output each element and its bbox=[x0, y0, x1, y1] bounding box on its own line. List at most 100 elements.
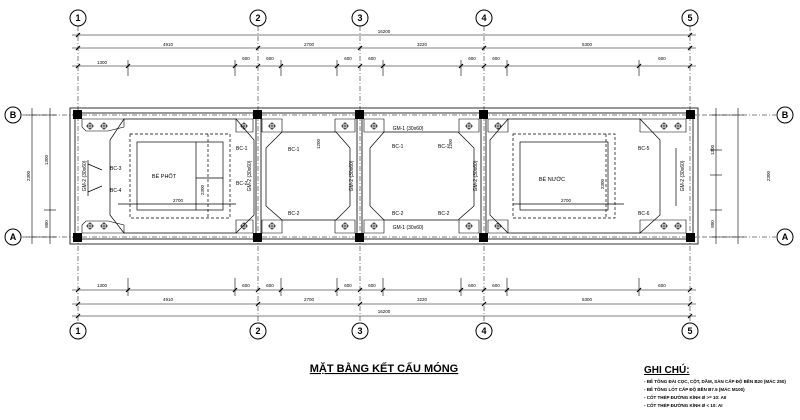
axis-label-3-bottom: 3 bbox=[357, 326, 362, 336]
septic-tank-chamber bbox=[136, 141, 224, 211]
axis-labels: 1 2 3 4 5 1 2 3 4 5 B A B A bbox=[10, 13, 789, 336]
dim-detail-2-bottom: 600 bbox=[242, 283, 250, 288]
pile-marker bbox=[268, 122, 276, 130]
water-tank-inner-dashed bbox=[512, 133, 616, 219]
septic-tank bbox=[109, 118, 255, 234]
pile-marker bbox=[341, 122, 349, 130]
tag-bc4: BC-4 bbox=[110, 188, 122, 194]
tag-bc2-b: BC-2 bbox=[392, 211, 404, 217]
middle-bays bbox=[87, 131, 677, 221]
pile-marker bbox=[674, 222, 682, 230]
dim-span-4-5-top: 5300 bbox=[582, 42, 593, 47]
notes-heading: GHI CHÚ: bbox=[644, 363, 690, 376]
dim-span-3-4-top: 3220 bbox=[417, 42, 428, 47]
pile-cap-2a-left bbox=[235, 219, 254, 234]
dim-side-total-right: 2300 bbox=[766, 170, 771, 181]
dim-detail-2-top: 600 bbox=[242, 56, 250, 61]
column-1b bbox=[73, 110, 82, 119]
foundation-beams bbox=[69, 107, 699, 245]
dimension-text-bottom: 1300 600 600 600 600 600 600 600 4910 27… bbox=[97, 283, 666, 314]
water-tank-height: 2300 bbox=[600, 178, 605, 189]
note-item-3: - CỐT THÉP ĐƯỜNG KÍNH Ø >= 10: AII bbox=[644, 393, 726, 400]
dim-side-part1-left: 1300 bbox=[44, 154, 49, 165]
dim-detail-8-top: 600 bbox=[658, 56, 666, 61]
axis-bubble-a-right bbox=[776, 228, 794, 246]
dim-detail-4-top: 600 bbox=[344, 56, 352, 61]
water-tank bbox=[489, 118, 661, 234]
axis-label-5-top: 5 bbox=[687, 13, 692, 23]
pile-cap-1b bbox=[81, 118, 125, 132]
columns bbox=[73, 110, 695, 242]
inner-beam-outline bbox=[74, 112, 694, 240]
pile-marker bbox=[100, 122, 108, 130]
axis-label-3-top: 3 bbox=[357, 13, 362, 23]
axis-bubble-4-bottom bbox=[475, 322, 493, 340]
tag-bc1-d: BC-1 bbox=[236, 146, 248, 152]
axis-bubble-5-top bbox=[681, 9, 699, 27]
axis-label-1-bottom: 1 bbox=[75, 326, 80, 336]
dimension-text-top: 16200 4910 2700 3220 5300 1300 600 600 6… bbox=[97, 29, 666, 65]
piles bbox=[86, 122, 682, 230]
septic-tank-outline bbox=[109, 118, 255, 234]
pile-marker bbox=[240, 222, 248, 230]
dim-detail-6-top: 600 bbox=[468, 56, 476, 61]
axis-bubble-1-top bbox=[69, 9, 87, 27]
pile-marker bbox=[341, 222, 349, 230]
column-3b bbox=[355, 110, 364, 119]
tag-bc2-c: BC-2 bbox=[438, 211, 450, 217]
dimension-lines-side bbox=[26, 108, 744, 244]
dim-span-3-4-bottom: 3220 bbox=[417, 297, 428, 302]
column-4b bbox=[479, 110, 488, 119]
column-5a bbox=[686, 233, 695, 242]
water-tank-outline bbox=[489, 118, 661, 234]
bay-2-3-outline bbox=[265, 131, 351, 221]
septic-tank-inner-dashed bbox=[129, 133, 231, 219]
water-tank-width: 2700 bbox=[561, 198, 572, 203]
axis-label-a-left: A bbox=[10, 232, 17, 242]
axis-label-5-bottom: 5 bbox=[687, 326, 692, 336]
beam-tag-gm1-top: GM-1 (30x60) bbox=[393, 126, 424, 132]
note-item-4: - CỐT THÉP ĐƯỜNG KÍNH Ø < 10: AI bbox=[644, 401, 722, 408]
septic-tank-height: 2300 bbox=[200, 184, 205, 195]
axis-bubble-2-top bbox=[249, 9, 267, 27]
dim-detail-4-bottom: 600 bbox=[344, 283, 352, 288]
column-1a bbox=[73, 233, 82, 242]
pile-cap-1a bbox=[81, 220, 125, 234]
beam-tag-gm2-axis1: GM-2 (30x60) bbox=[82, 160, 88, 191]
pile-marker bbox=[660, 222, 668, 230]
pile-marker bbox=[465, 122, 473, 130]
axis-bubble-3-top bbox=[351, 9, 369, 27]
septic-tank-label: BỂ PHỐT bbox=[152, 173, 177, 180]
axis-label-2-top: 2 bbox=[255, 13, 260, 23]
drawing-title: MẶT BẰNG KẾT CẤU MÓNG bbox=[310, 362, 459, 375]
dim-detail-7-top: 600 bbox=[492, 56, 500, 61]
bay-height-dim: 1200 bbox=[316, 138, 321, 149]
pile-cap-3b-left bbox=[334, 118, 356, 133]
pile-marker bbox=[370, 222, 378, 230]
beam-tag-gm2-axis2: GM-2 (30x60) bbox=[247, 160, 253, 191]
dim-detail-5-bottom: 600 bbox=[368, 283, 376, 288]
pile-marker bbox=[660, 122, 668, 130]
column-2a bbox=[253, 233, 262, 242]
water-tank-chamber bbox=[519, 141, 609, 211]
axis-label-4-bottom: 4 bbox=[481, 326, 486, 336]
axis-bubble-4-top bbox=[475, 9, 493, 27]
axis-bubble-1-bottom bbox=[69, 322, 87, 340]
tag-bc5: BC-5 bbox=[638, 146, 650, 152]
dim-detail-6-bottom: 600 bbox=[468, 283, 476, 288]
axis-label-1-top: 1 bbox=[75, 13, 80, 23]
tag-bc6: BC-6 bbox=[638, 211, 650, 217]
dim-span-4-5-bottom: 5300 bbox=[582, 297, 593, 302]
dim-span-2-3-top: 2700 bbox=[304, 42, 315, 47]
beam-tag-gm2-axis4: GM-2 (30x60) bbox=[473, 160, 479, 191]
axis-bubble-3-bottom bbox=[351, 322, 369, 340]
beam-tags: GM-1 (30x60) GM-1 (30x60) GM-2 (30x60) G… bbox=[82, 126, 686, 231]
dim-detail-5-top: 600 bbox=[368, 56, 376, 61]
water-tank-label: BỂ NƯỚC bbox=[539, 176, 565, 183]
tag-bc2-d: BC-2 bbox=[236, 181, 248, 187]
pile-cap-5a bbox=[639, 219, 687, 234]
notes-block: GHI CHÚ: - BÊ TÔNG ĐÀI CỌC, CỘT, DẦM, SÀ… bbox=[644, 363, 786, 408]
pile-marker bbox=[674, 122, 682, 130]
pile-cap-4a-left bbox=[458, 219, 480, 234]
pile-cap-4b-left bbox=[458, 118, 480, 133]
